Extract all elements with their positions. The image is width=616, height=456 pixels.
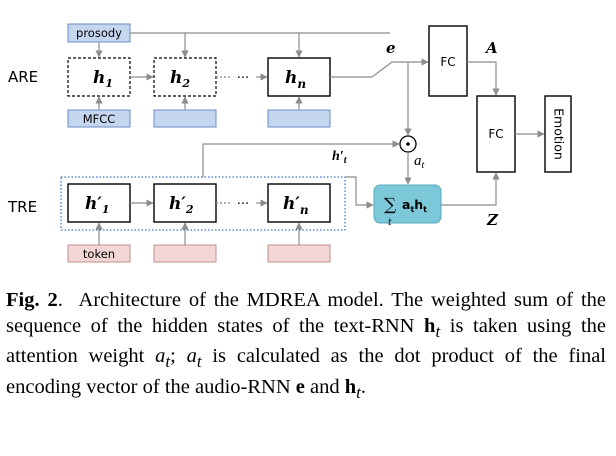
sum-subscript-t: t xyxy=(388,218,392,228)
caption-text-2: is taken using the attention weight xyxy=(6,314,606,368)
text-hn-label: h′n xyxy=(283,194,309,217)
text-input-box-n xyxy=(267,244,331,263)
fc1-label: FC xyxy=(440,55,455,69)
audio-hidden-h1 xyxy=(67,57,131,97)
architecture-diagram: ARE TRE prosody h1 h2 ··· hn MFCC e FC A… xyxy=(7,23,572,263)
emotion-label: Emotion xyxy=(552,108,567,160)
a-label: A xyxy=(484,39,498,57)
caption-fig-label: Fig. 2 xyxy=(6,289,58,311)
text-hidden-h1 xyxy=(67,183,131,223)
text-h1-label: h′1 xyxy=(85,194,110,216)
weighted-sum-box xyxy=(373,184,442,224)
audio-hidden-h2 xyxy=(153,57,217,97)
audio-ellipsis: ··· xyxy=(237,71,249,86)
audio-hidden-hn xyxy=(267,57,331,97)
fc-box-2 xyxy=(476,95,516,173)
sum-expression: atht xyxy=(402,197,427,214)
text-h2-label: h′2 xyxy=(169,194,194,216)
fc-arrows xyxy=(441,61,545,206)
emotion-box xyxy=(544,95,572,173)
fc2-label: FC xyxy=(488,127,503,141)
audio-hn-label: hn xyxy=(285,68,306,91)
mfcc-label: MFCC xyxy=(83,112,116,126)
attention-weight-label: at xyxy=(414,153,425,171)
text-hidden-hn xyxy=(267,183,331,223)
text-rnn-group xyxy=(60,176,346,231)
audio-input-box-n xyxy=(267,109,331,128)
caption-text-4: is calculated as the dot product of the … xyxy=(6,345,606,398)
prosody-label: prosody xyxy=(76,26,122,40)
fc-box-1 xyxy=(428,25,468,97)
sum-sigma: ∑ xyxy=(384,195,396,215)
text-input-box-2 xyxy=(153,244,217,263)
text-hidden-h2 xyxy=(153,183,217,223)
z-label: Z xyxy=(486,211,499,229)
tre-row-label: TRE xyxy=(7,198,37,216)
text-ellipsis: ··· xyxy=(237,197,249,212)
audio-input-box-2 xyxy=(153,109,217,128)
text-arrows xyxy=(95,140,412,245)
audio-h2-label: h2 xyxy=(170,68,190,90)
caption-text-1: Architecture of the MDREA model. The wei… xyxy=(6,289,607,337)
token-label: token xyxy=(83,247,115,261)
are-row-label: ARE xyxy=(8,68,38,86)
h-prime-t-label: h′t xyxy=(332,149,348,166)
encoding-e-label: e xyxy=(386,39,396,57)
dot-product-center xyxy=(406,142,410,146)
audio-h1-label: h1 xyxy=(93,68,113,90)
figure-caption: Fig. 2. Architecture of the MDREA model.… xyxy=(6,289,607,402)
audio-arrows xyxy=(95,32,429,136)
